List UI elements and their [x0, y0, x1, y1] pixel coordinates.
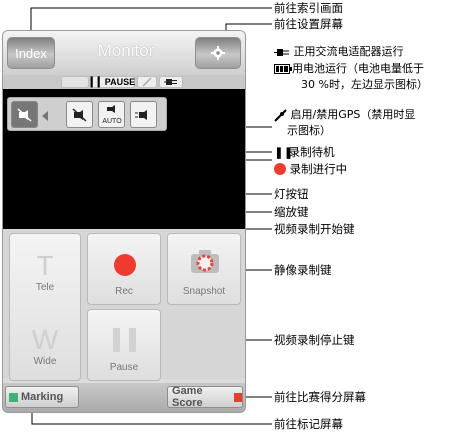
recording-text: 录制进行中: [289, 162, 348, 176]
snapshot-button[interactable]: Snapshot: [167, 233, 241, 305]
game-score-label: Game Score: [172, 385, 203, 409]
battery-icon: [274, 64, 292, 74]
ac-adapter-icon: [159, 76, 183, 88]
light-on-button[interactable]: [130, 101, 157, 128]
ac-power-text: 正用交流电适配器运行: [293, 45, 404, 58]
tele-button[interactable]: T Tele: [10, 250, 80, 293]
gps-icon: [137, 76, 157, 88]
zoom-panel: T Tele W Wide: [9, 233, 81, 381]
svg-text:AUTO: AUTO: [102, 118, 122, 125]
pause-button[interactable]: Pause: [87, 309, 161, 381]
pause-status: ▎▎PAUSE: [90, 76, 136, 88]
gear-icon: [211, 46, 225, 60]
annotation-rec-standby: ❚❚ 录制待机: [274, 145, 335, 160]
annotation-goto-game-score: 前往比赛得分屏幕: [274, 390, 366, 404]
light-auto-icon: AUTO: [102, 104, 122, 125]
battery-status-slot: [61, 76, 89, 88]
marking-button[interactable]: Marking: [5, 386, 79, 408]
settings-button[interactable]: [195, 37, 241, 69]
annotation-video-stop: 视频录制停止键: [274, 333, 355, 347]
camera-icon: [191, 250, 219, 273]
wide-button[interactable]: W Wide: [10, 324, 80, 367]
ac-adapter-icon: [274, 48, 289, 56]
annotation-battery: 用电池运行（电池电量低于: [274, 61, 424, 76]
page-title: Monitor: [97, 41, 155, 60]
gps-icon: [274, 108, 287, 122]
annotation-gps: 启用/禁用GPS（禁用时显: [274, 107, 415, 122]
battery-text-2: 30 %时，左边显示图标）: [301, 78, 428, 91]
gps-text-1: 启用/禁用GPS（禁用时显: [290, 108, 416, 121]
tele-label: Tele: [35, 282, 55, 293]
annotation-zoom-key: 缩放键: [274, 205, 309, 219]
marking-label: Marking: [21, 391, 64, 403]
rec-icon: [114, 254, 136, 276]
light-on-icon: [134, 109, 147, 120]
rec-label: Rec: [115, 286, 133, 297]
rec-dot-icon: [274, 163, 286, 175]
wide-letter: W: [31, 324, 59, 355]
camera-app-window: Index Monitor ▎▎PAUSE AUT: [2, 30, 246, 413]
status-row: ▎▎PAUSE: [3, 75, 245, 89]
gps-text-2: 示图标）: [287, 124, 331, 137]
pause-icon-right: [129, 328, 136, 352]
selection-arrow: [42, 111, 48, 121]
rec-button[interactable]: Rec: [87, 233, 161, 305]
annotation-goto-marking: 前往标记屏幕: [274, 417, 343, 431]
annotation-goto-index: 前往索引画面: [274, 1, 343, 15]
light-off-option-button[interactable]: [66, 101, 93, 128]
annotation-still-key: 静像录制键: [274, 263, 332, 277]
wide-label: Wide: [33, 356, 57, 367]
marking-color-square: [9, 392, 18, 402]
annotation-recording: 录制进行中: [274, 162, 347, 177]
light-button-bar: AUTO: [7, 97, 167, 131]
annotation-light-button: 灯按钮: [274, 187, 309, 201]
light-auto-button[interactable]: AUTO: [98, 101, 125, 128]
light-off-icon: [16, 107, 32, 122]
light-off-button[interactable]: [11, 101, 38, 128]
light-off-icon: [71, 107, 87, 122]
annotation-goto-settings: 前往设置屏幕: [274, 17, 343, 31]
snapshot-label: Snapshot: [182, 286, 226, 297]
pause-icon: ❚❚: [274, 145, 294, 159]
rec-standby-text: 录制待机: [288, 145, 335, 159]
pause-label: Pause: [109, 362, 139, 373]
game-score-button[interactable]: Game Score: [167, 385, 243, 409]
game-score-color-square: [233, 392, 242, 402]
battery-text-1: 用电池运行（电池电量低于: [292, 62, 424, 75]
top-bar: Index Monitor: [3, 31, 245, 75]
pause-icon-left: [113, 328, 120, 352]
annotation-video-start: 视频录制开始键: [274, 222, 355, 236]
tele-letter: T: [36, 250, 54, 281]
annotation-ac-power: 正用交流电适配器运行: [274, 44, 404, 59]
index-button[interactable]: Index: [7, 37, 55, 69]
control-area: T Tele W Wide Rec Pause Snapsh: [3, 229, 245, 381]
bottom-bar: Marking Game Score: [3, 383, 245, 412]
